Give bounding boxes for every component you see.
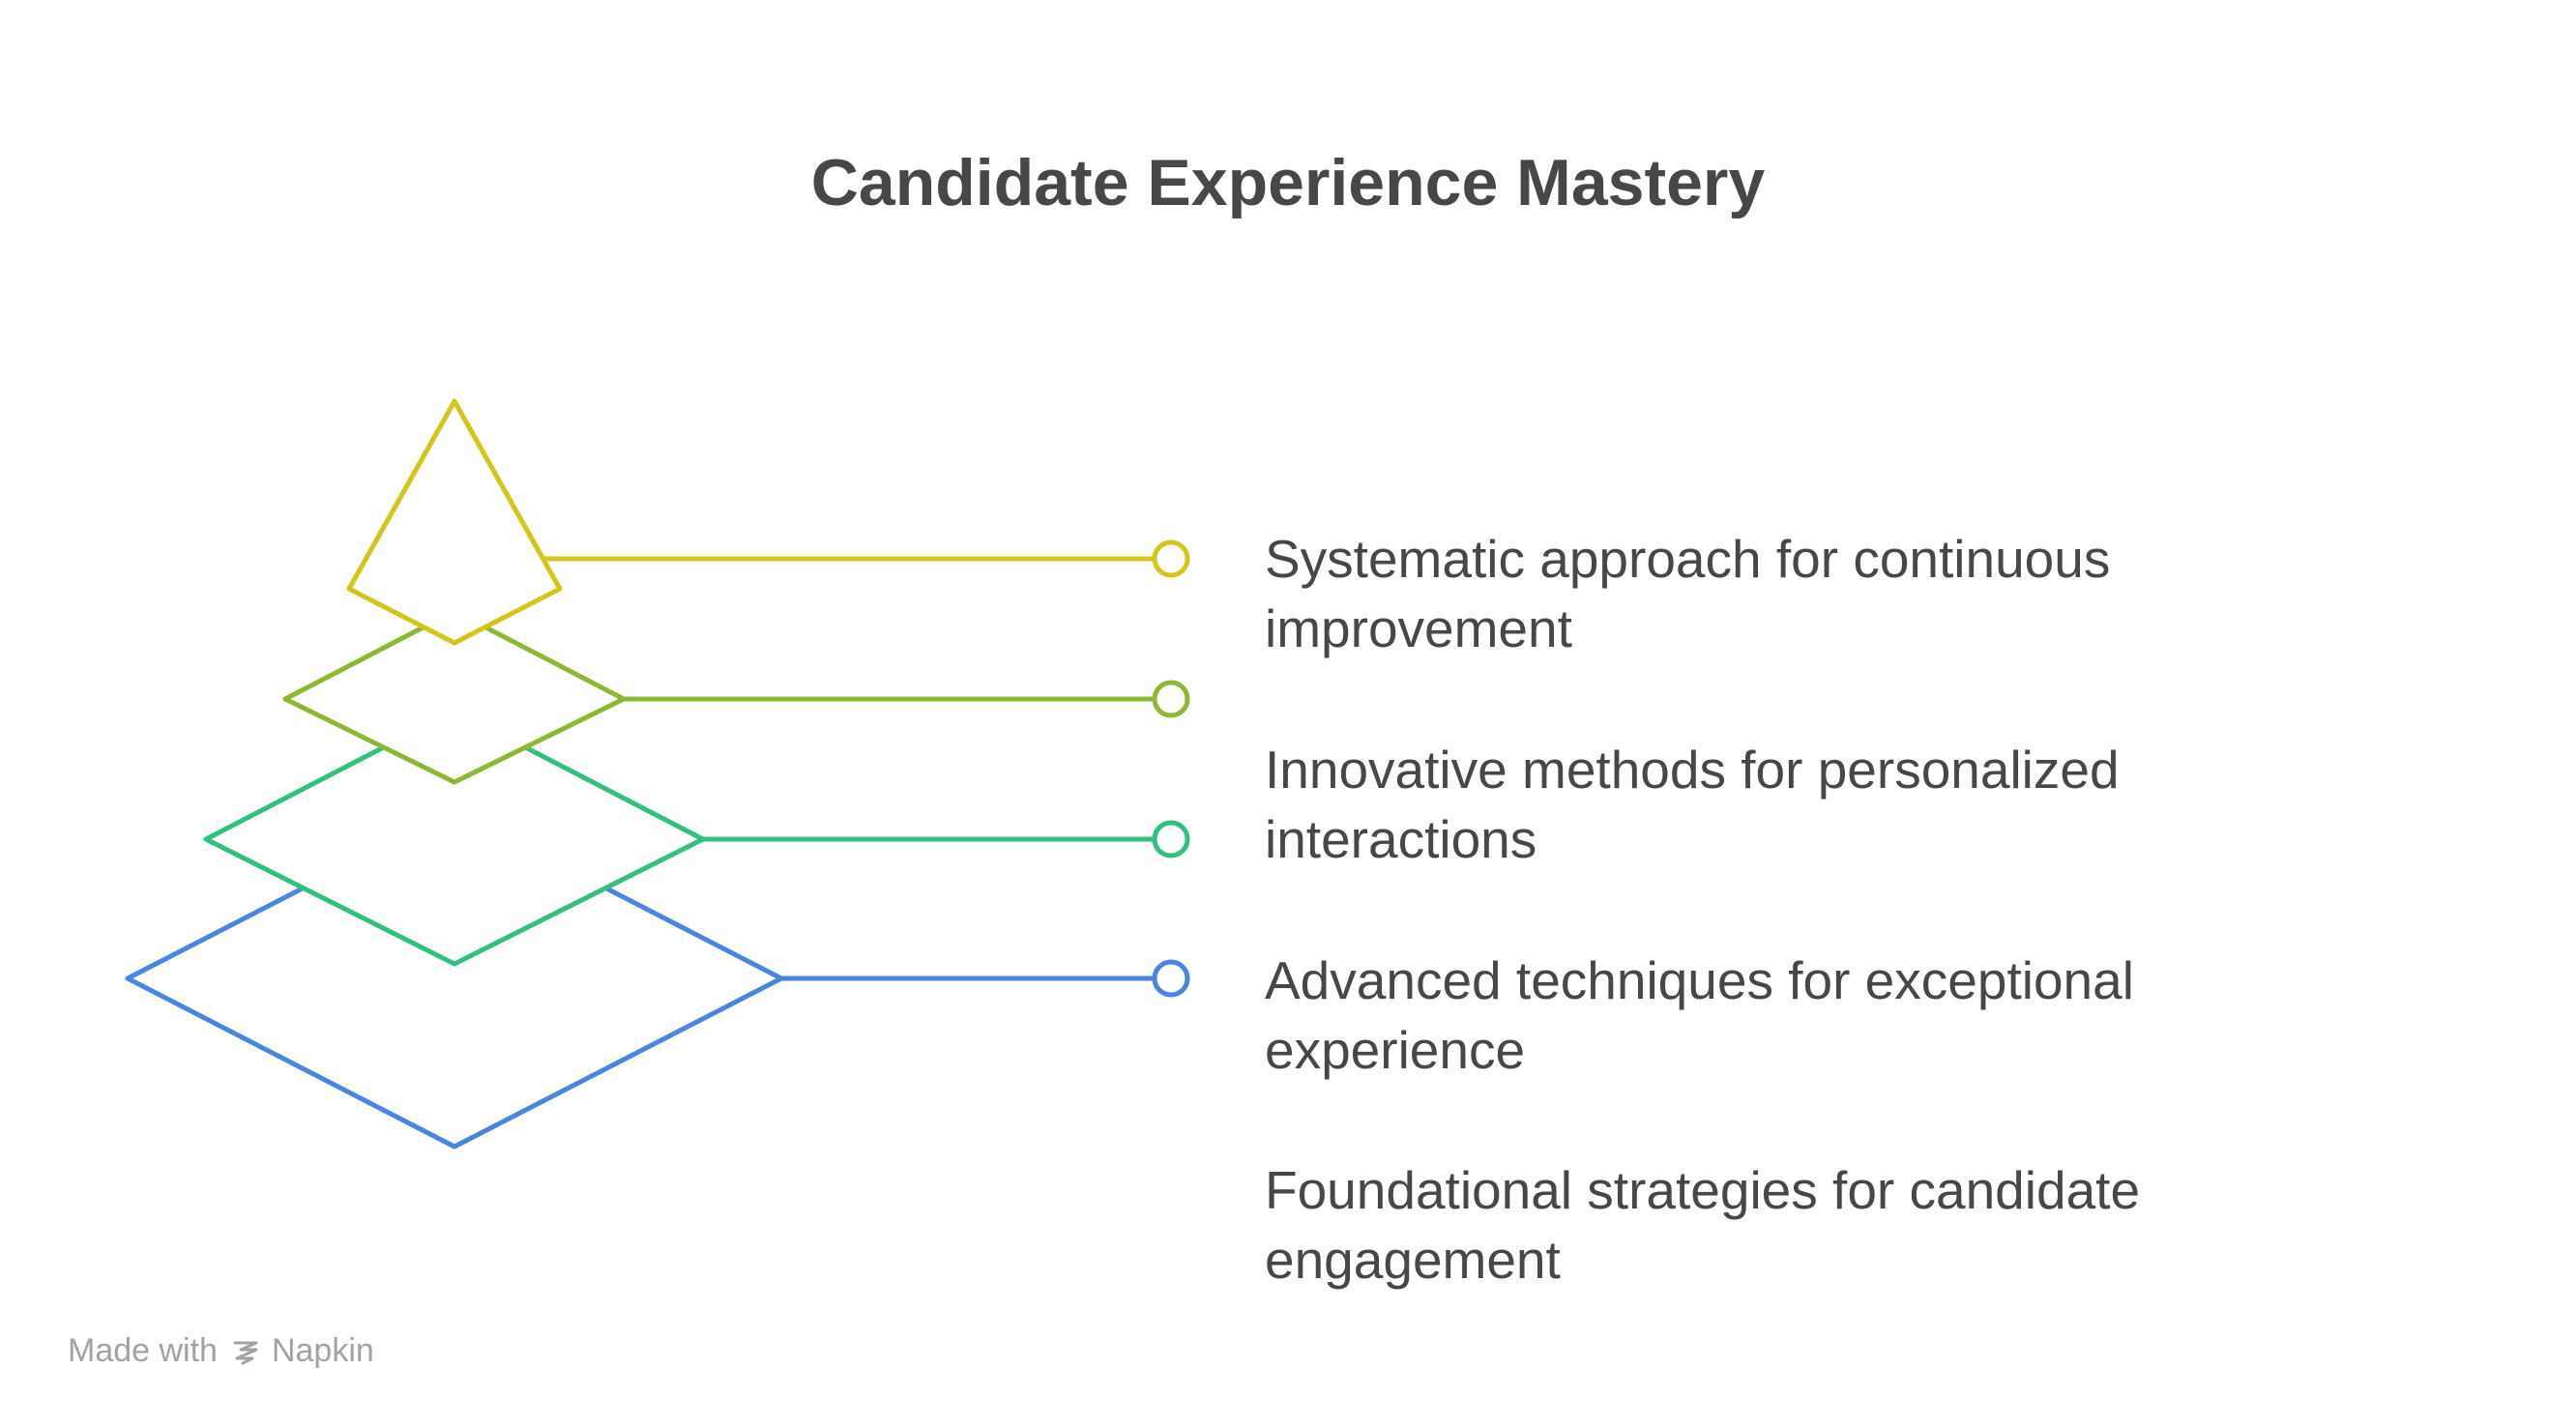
level-2-label-line-2: interactions bbox=[1265, 809, 1537, 869]
level-3-label-line-2: experience bbox=[1265, 1020, 1526, 1080]
level-1-label: Systematic approach for continuous impro… bbox=[1265, 524, 2425, 663]
made-with-footer: Made with Napkin bbox=[68, 1332, 374, 1370]
made-with-text: Made with bbox=[68, 1332, 218, 1369]
level-1-label-line-2: improvement bbox=[1265, 598, 1572, 658]
connector-dot-1 bbox=[1152, 539, 1190, 578]
napkin-logo-icon bbox=[231, 1337, 260, 1366]
diagram-title: Candidate Experience Mastery bbox=[810, 146, 1766, 219]
level-4-label-line-1: Foundational strategies for candidate bbox=[1265, 1160, 2141, 1220]
level-3-label: Advanced techniques for exceptional expe… bbox=[1265, 946, 2425, 1085]
level-1-label-line-1: Systematic approach for continuous bbox=[1265, 529, 2111, 589]
napkin-brand-text: Napkin bbox=[271, 1332, 374, 1369]
level-3-label-line-1: Advanced techniques for exceptional bbox=[1265, 950, 2134, 1010]
level-4-label: Foundational strategies for candidate en… bbox=[1265, 1155, 2425, 1295]
connector-dot-2 bbox=[1152, 680, 1190, 718]
connector-dot-3 bbox=[1152, 820, 1190, 859]
pyramid-level-1-shape bbox=[346, 398, 563, 646]
level-2-label: Innovative methods for personalized inte… bbox=[1265, 735, 2425, 874]
level-2-label-line-1: Innovative methods for personalized bbox=[1265, 740, 2120, 800]
connector-dot-4 bbox=[1152, 959, 1190, 998]
level-4-label-line-2: engagement bbox=[1265, 1230, 1561, 1290]
